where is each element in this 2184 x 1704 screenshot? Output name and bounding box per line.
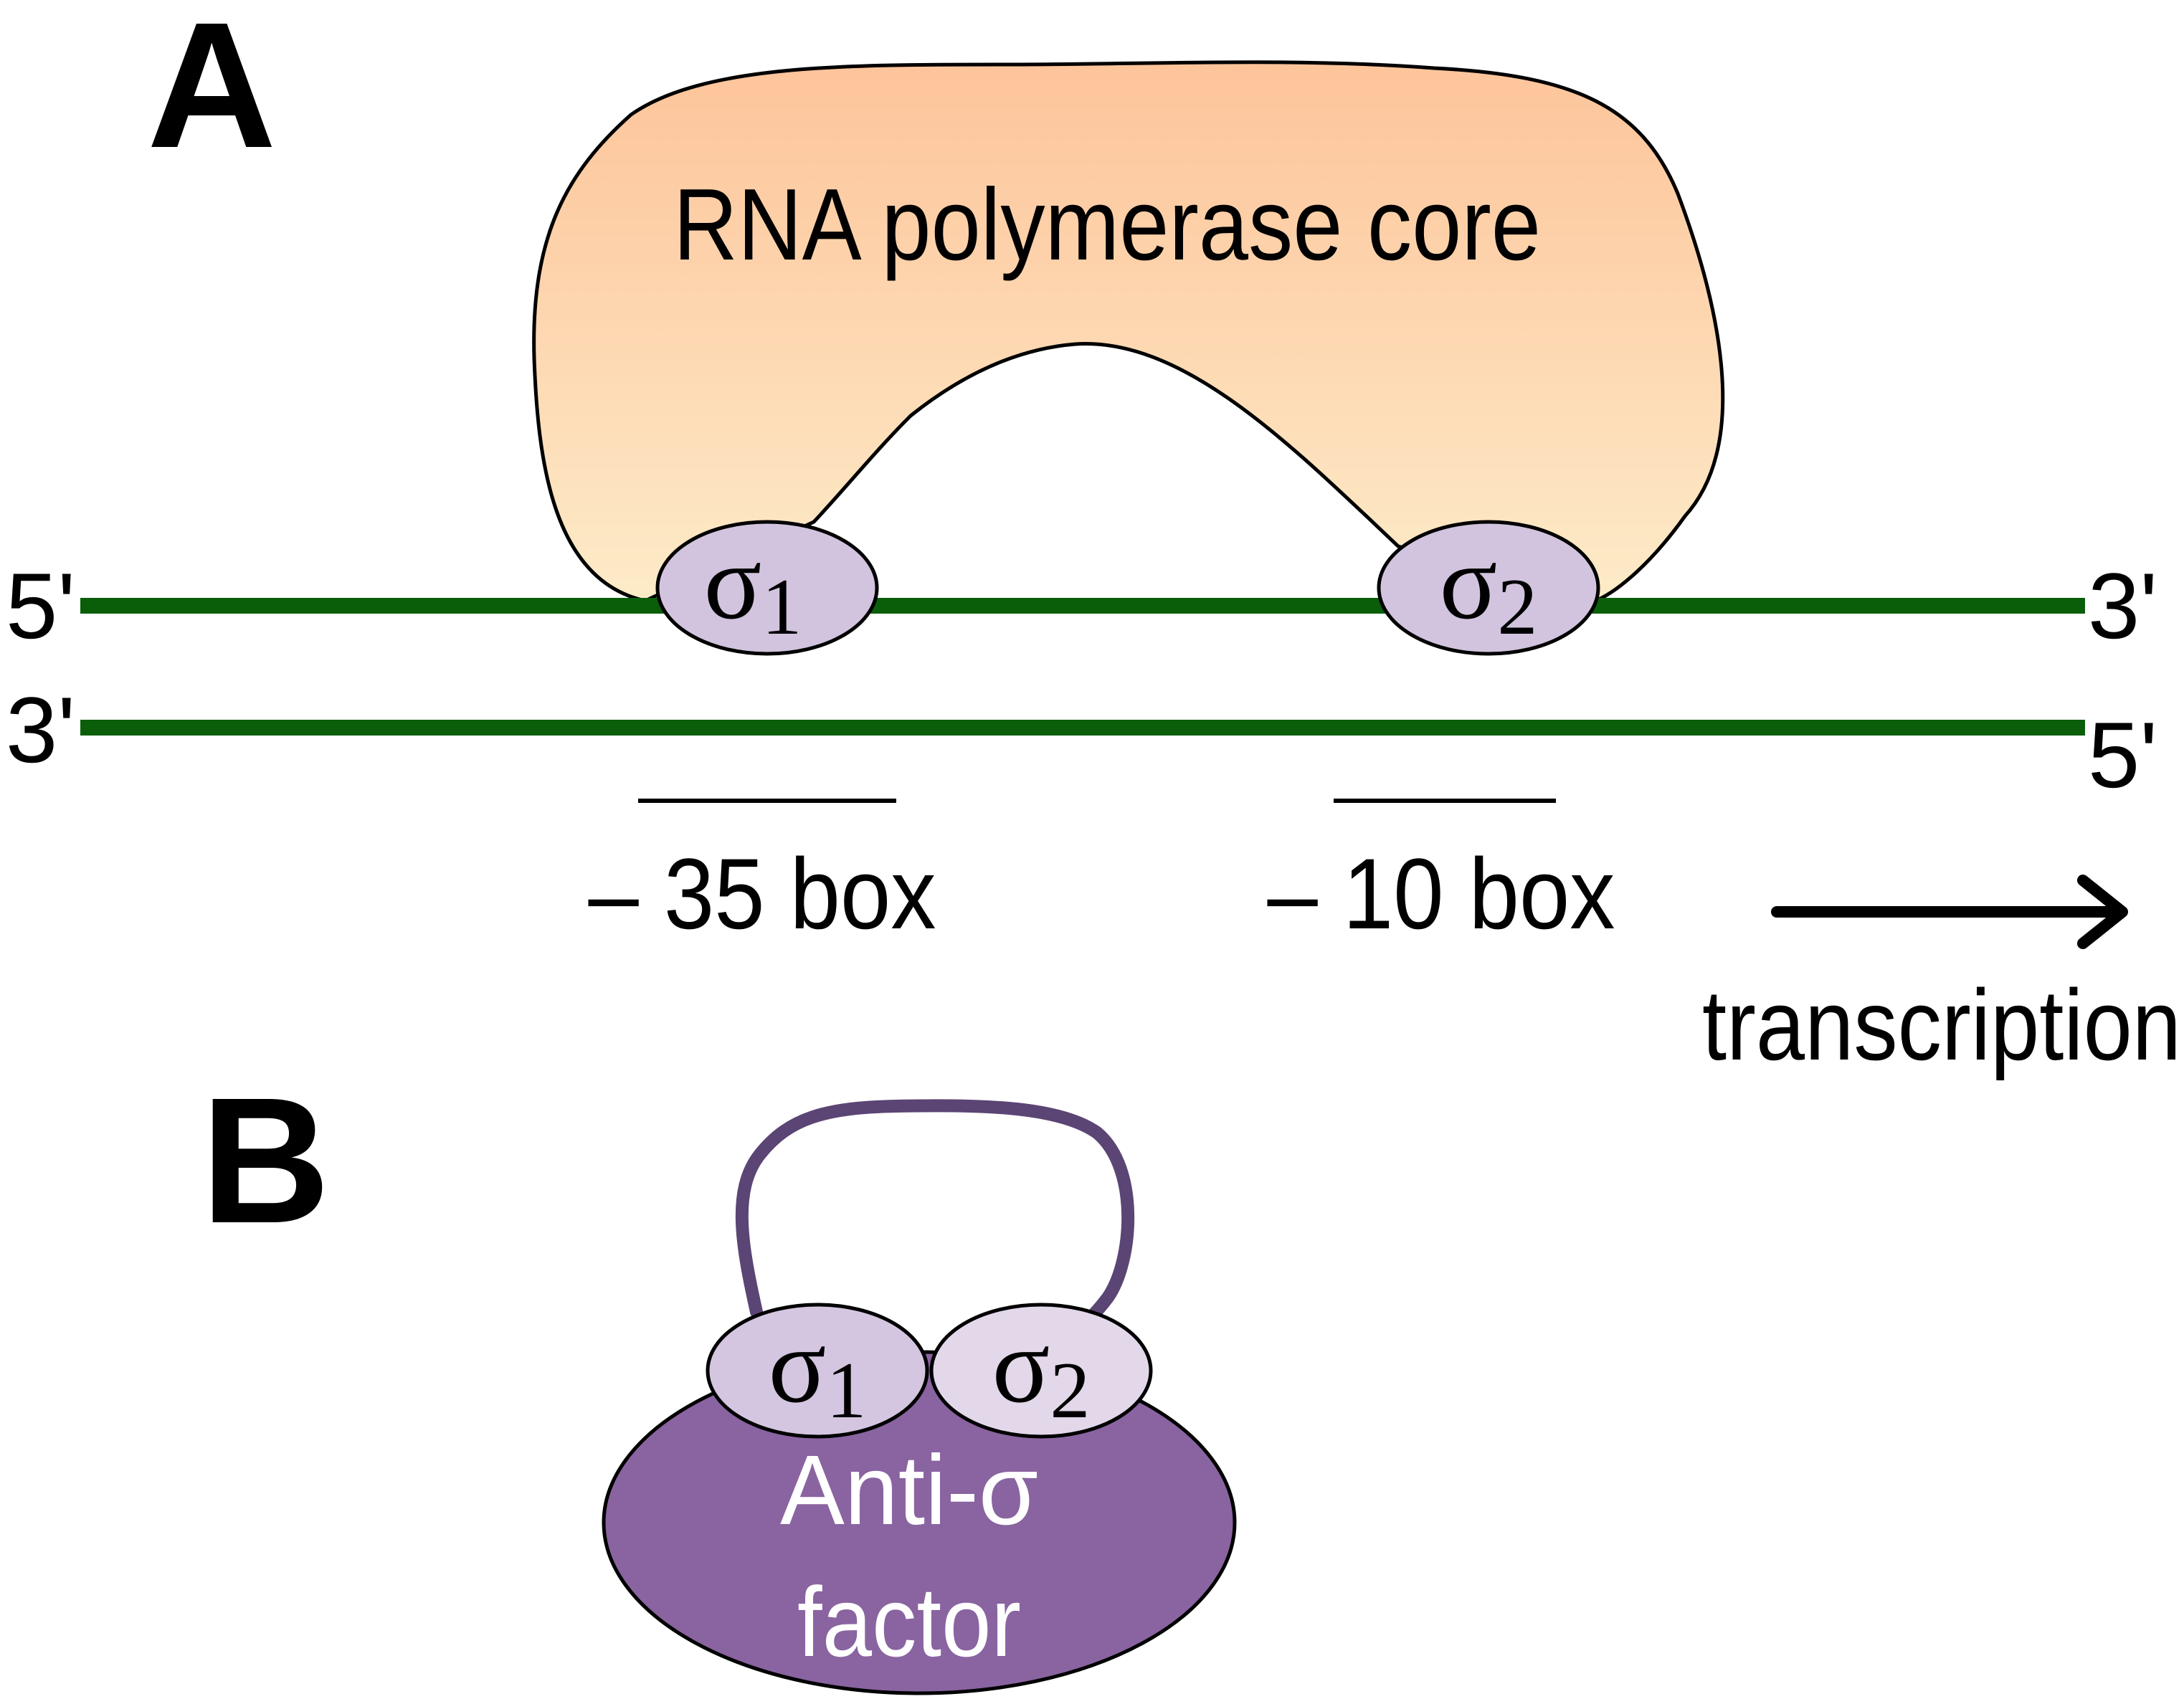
box-35-label: – 35 box: [589, 837, 936, 950]
sigma1-subunit-a: σ1: [655, 520, 879, 656]
sigma1-subscript-b: 1: [826, 1346, 866, 1435]
svg-text:σ2: σ2: [1440, 523, 1538, 652]
panel-a-label: A: [147, 0, 277, 185]
bottom-strand-right-end: 5': [2088, 703, 2157, 807]
sigma1-symbol-a: σ: [704, 523, 762, 642]
panel-a: A RNA polymerase core 5' 3' 3' 5' σ1 σ2 …: [6, 0, 2181, 1081]
svg-text:σ1: σ1: [704, 523, 802, 652]
sigma2-subunit-b: σ2: [929, 1303, 1153, 1439]
polymerase-label: RNA polymerase core: [673, 168, 1541, 282]
transcription-arrow: [1771, 875, 2128, 949]
anti-sigma-label-line2: factor: [797, 1567, 1021, 1677]
bottom-strand-left-end: 3': [6, 677, 75, 782]
rna-polymerase-core: [532, 60, 1725, 604]
svg-text:σ2: σ2: [992, 1306, 1091, 1435]
top-strand-right-end: 3': [2088, 553, 2157, 658]
svg-text:σ1: σ1: [769, 1306, 867, 1435]
sigma1-subunit-b: σ1: [706, 1303, 929, 1439]
top-strand-left-end: 5': [6, 553, 75, 658]
sigma-linker: [735, 1099, 1135, 1334]
box-10-label: – 10 box: [1268, 837, 1615, 950]
sigma2-subunit-a: σ2: [1377, 520, 1600, 656]
sigma1-subscript-a: 1: [761, 563, 802, 652]
panel-b-label: B: [201, 1060, 331, 1260]
sigma2-symbol-b: σ: [992, 1306, 1050, 1425]
sigma2-subscript-a: 2: [1497, 563, 1537, 652]
sigma2-symbol-a: σ: [1440, 523, 1498, 642]
sigma1-symbol-b: σ: [769, 1306, 827, 1425]
sigma2-subscript-b: 2: [1050, 1346, 1090, 1435]
anti-sigma-label-line1: Anti-σ: [780, 1435, 1038, 1546]
transcription-label: transcription: [1702, 968, 2181, 1081]
panel-b: B Anti-σ factor σ1 σ2: [201, 1060, 1237, 1695]
